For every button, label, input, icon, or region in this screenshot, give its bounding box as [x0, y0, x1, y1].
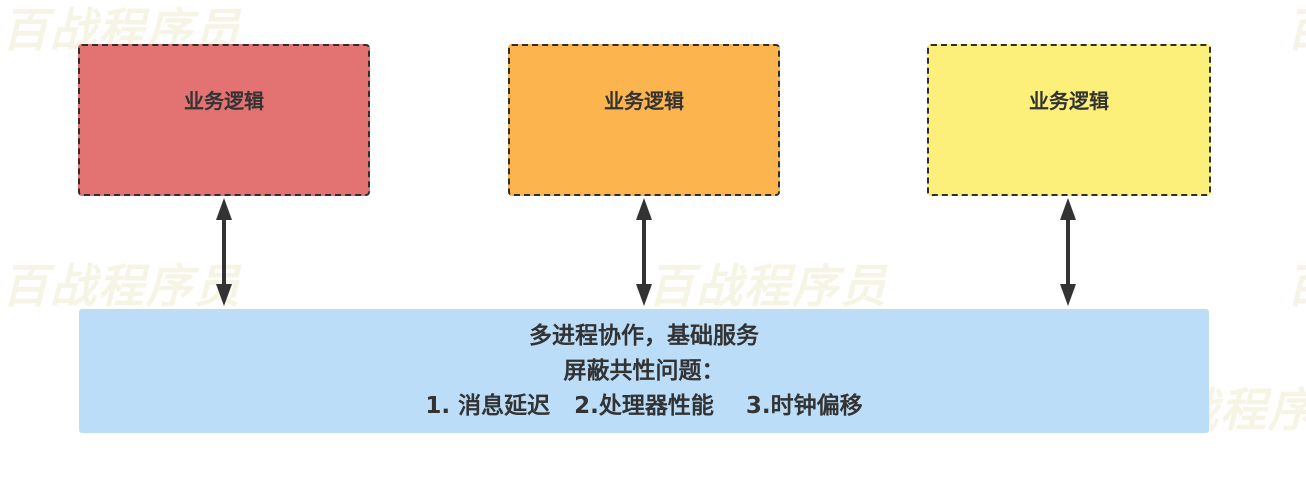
watermark-top-right: 百战程序员 [1286, 0, 1306, 60]
bidirectional-arrow-3 [1060, 198, 1076, 306]
common-problems-list: 1. 消息延迟 2.处理器性能 3.时钟偏移 [425, 392, 863, 419]
watermark-mid-right: 百战程序员 [1286, 250, 1306, 316]
business-logic-box-2: 业务逻辑 [508, 44, 780, 196]
bidirectional-arrow-2 [636, 198, 652, 306]
common-problems-heading: 屏蔽共性问题： [563, 357, 725, 384]
business-logic-label-1: 业务逻辑 [184, 89, 264, 113]
business-logic-box-1: 业务逻辑 [78, 44, 370, 196]
watermark-mid-left: 百战程序员 [2, 259, 242, 313]
business-logic-label-2: 业务逻辑 [604, 89, 684, 113]
business-logic-box-3: 业务逻辑 [927, 44, 1211, 196]
watermark-mid-center: 百战程序员 [648, 259, 888, 313]
base-service-box: 多进程协作，基础服务 屏蔽共性问题： 1. 消息延迟 2.处理器性能 3.时钟偏… [79, 309, 1209, 433]
bidirectional-arrow-1 [216, 198, 232, 306]
base-service-title: 多进程协作，基础服务 [529, 322, 759, 349]
business-logic-label-3: 业务逻辑 [1029, 89, 1109, 113]
